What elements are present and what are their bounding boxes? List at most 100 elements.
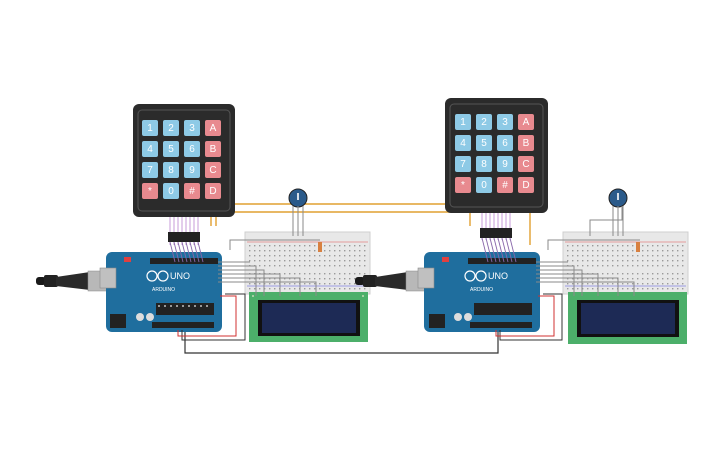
breadboard-hole [354, 245, 356, 247]
breadboard-hole [677, 273, 679, 275]
keypad-right-key[interactable] [455, 177, 471, 193]
breadboard-hole [657, 255, 659, 257]
arduino-uno-left[interactable]: UNO ARDUINO [99, 252, 222, 332]
breadboard-hole [319, 255, 321, 257]
breadboard-hole [314, 288, 316, 290]
keypad-left-key-label: C [209, 165, 216, 176]
breadboard-hole [344, 260, 346, 262]
breadboard-hole [607, 260, 609, 262]
breadboard-hole [627, 245, 629, 247]
keypad-left-key[interactable] [163, 141, 179, 157]
arduino-uno-right[interactable]: UNO ARDUINO [417, 252, 540, 332]
keypad-left-key[interactable] [142, 162, 158, 178]
keypad-left-key[interactable] [163, 183, 179, 199]
breadboard-hole [269, 265, 271, 267]
breadboard-hole [329, 250, 331, 252]
breadboard-hole [334, 288, 336, 290]
breadboard-hole [259, 265, 261, 267]
keypad-right-key[interactable] [455, 135, 471, 151]
breadboard-hole [587, 278, 589, 280]
keypad-right-key[interactable] [518, 177, 534, 193]
breadboard-hole [339, 288, 341, 290]
breadboard-hole [324, 250, 326, 252]
breadboard-hole [662, 273, 664, 275]
keypad-right-key[interactable] [476, 114, 492, 130]
keypad-left-key[interactable] [205, 183, 221, 199]
keypad-right-key[interactable] [497, 156, 513, 172]
breadboard-hole [587, 265, 589, 267]
breadboard-hole [359, 255, 361, 257]
potentiometer-left[interactable] [288, 188, 308, 236]
keypad-left-key[interactable] [184, 162, 200, 178]
keypad-right-key[interactable] [476, 177, 492, 193]
breadboard-hole [597, 265, 599, 267]
breadboard-hole [324, 265, 326, 267]
breadboard-hole [617, 250, 619, 252]
breadboard-hole [602, 255, 604, 257]
keypad-left-key[interactable] [142, 183, 158, 199]
breadboard-hole [607, 283, 609, 285]
breadboard-hole [329, 283, 331, 285]
keypad-left-key[interactable] [184, 141, 200, 157]
keypad-right-key[interactable] [476, 156, 492, 172]
breadboard-hole [682, 288, 684, 290]
breadboard-hole [339, 283, 341, 285]
breadboard-hole [309, 273, 311, 275]
breadboard-hole [304, 255, 306, 257]
breadboard-hole [637, 288, 639, 290]
keypad-right-key[interactable] [497, 114, 513, 130]
breadboard-hole [274, 255, 276, 257]
breadboard-hole [627, 273, 629, 275]
breadboard-hole [299, 273, 301, 275]
breadboard-hole [354, 265, 356, 267]
keypad-right-key[interactable] [497, 135, 513, 151]
breadboard-hole [567, 250, 569, 252]
breadboard-hole [632, 250, 634, 252]
breadboard-hole [662, 260, 664, 262]
breadboard-hole [652, 260, 654, 262]
breadboard-hole [304, 273, 306, 275]
keypad-left-key-label: 6 [189, 144, 195, 155]
keypad-left-key[interactable] [184, 120, 200, 136]
breadboard-hole [299, 255, 301, 257]
breadboard-hole [284, 255, 286, 257]
breadboard-hole [577, 245, 579, 247]
keypad-right-key[interactable] [476, 135, 492, 151]
keypad-left-key[interactable] [142, 141, 158, 157]
breadboard-hole [259, 245, 261, 247]
keypad-right-key[interactable] [497, 177, 513, 193]
keypad-left-key-label: 0 [168, 186, 174, 197]
breadboard-hole [249, 283, 251, 285]
keypad-left-key[interactable] [205, 120, 221, 136]
breadboard-hole [344, 265, 346, 267]
breadboard-hole [572, 245, 574, 247]
keypad-right-key[interactable] [518, 114, 534, 130]
keypad-right-key[interactable] [455, 114, 471, 130]
potentiometer-right[interactable] [608, 188, 628, 236]
keypad-right-key[interactable] [518, 156, 534, 172]
keypad-right-key[interactable] [518, 135, 534, 151]
breadboard-hole [269, 278, 271, 280]
breadboard-hole [274, 265, 276, 267]
breadboard-hole [309, 288, 311, 290]
breadboard-hole [662, 283, 664, 285]
keypad-left-key[interactable] [142, 120, 158, 136]
breadboard-hole [682, 250, 684, 252]
keypad-left-key[interactable] [205, 162, 221, 178]
breadboard-hole [319, 283, 321, 285]
keypad-left-key[interactable] [205, 141, 221, 157]
breadboard-hole [627, 255, 629, 257]
keypad-left-key[interactable] [163, 120, 179, 136]
breadboard-hole [364, 288, 366, 290]
keypad-left-key[interactable] [163, 162, 179, 178]
breadboard-hole [677, 265, 679, 267]
keypad-right-key[interactable] [455, 156, 471, 172]
keypad-left-key[interactable] [184, 183, 200, 199]
breadboard-hole [567, 245, 569, 247]
breadboard-hole [294, 278, 296, 280]
